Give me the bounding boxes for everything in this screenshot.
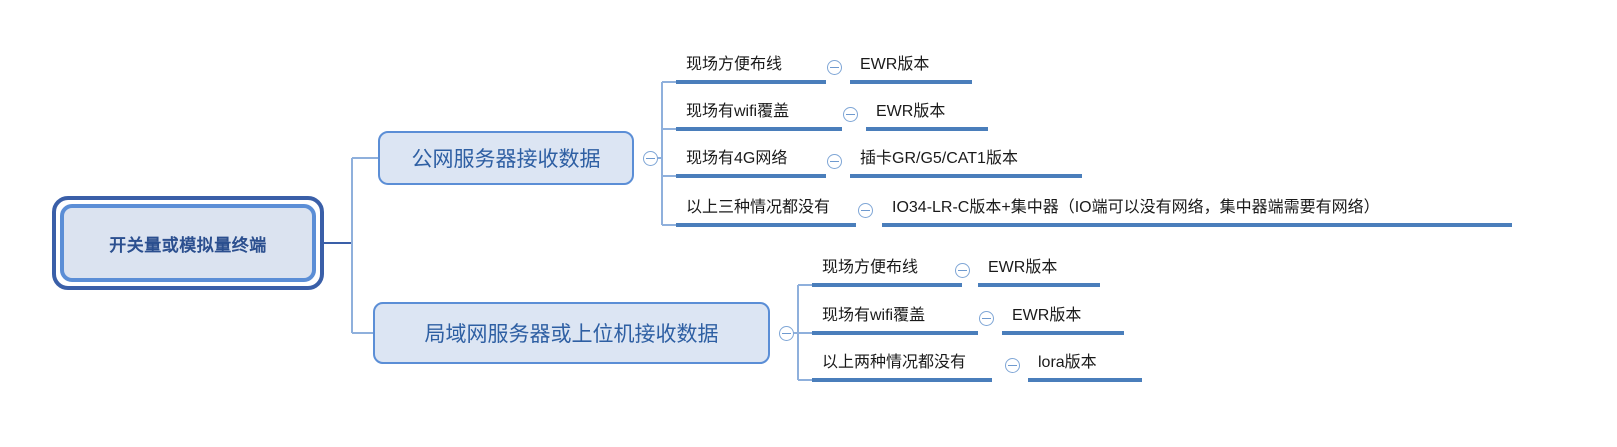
leaf-condition-0-0[interactable]: 现场方便布线 bbox=[676, 55, 826, 84]
collapse-minus-icon-0-3[interactable] bbox=[858, 203, 873, 218]
leaf-result-1-0[interactable]: EWR版本 bbox=[978, 258, 1100, 287]
leaf-condition-1-0[interactable]: 现场方便布线 bbox=[812, 258, 962, 287]
collapse-minus-icon-1-2[interactable] bbox=[1005, 358, 1020, 373]
leaf-result-1-1[interactable]: EWR版本 bbox=[1002, 306, 1124, 335]
collapse-minus-icon-branch-0[interactable] bbox=[643, 151, 658, 166]
root-node-inner: 开关量或模拟量终端 bbox=[60, 204, 316, 282]
leaf-result-0-1[interactable]: EWR版本 bbox=[866, 102, 988, 131]
collapse-minus-icon-0-0[interactable] bbox=[827, 60, 842, 75]
leaf-condition-1-1[interactable]: 现场有wifi覆盖 bbox=[812, 306, 978, 335]
leaf-result-0-3[interactable]: IO34-LR-C版本+集中器（IO端可以没有网络，集中器端需要有网络） bbox=[882, 198, 1512, 227]
branch-node-label: 局域网服务器或上位机接收数据 bbox=[424, 323, 719, 346]
branch-node-label: 公网服务器接收数据 bbox=[411, 148, 601, 171]
leaf-condition-0-2[interactable]: 现场有4G网络 bbox=[676, 149, 826, 178]
collapse-minus-icon-0-1[interactable] bbox=[843, 107, 858, 122]
leaf-result-0-2[interactable]: 插卡GR/G5/CAT1版本 bbox=[850, 149, 1082, 178]
branch-node-lan-server[interactable]: 局域网服务器或上位机接收数据 bbox=[373, 302, 770, 364]
leaf-result-1-2[interactable]: lora版本 bbox=[1028, 353, 1142, 382]
leaf-condition-0-3[interactable]: 以上三种情况都没有 bbox=[676, 198, 856, 227]
root-node-label: 开关量或模拟量终端 bbox=[109, 235, 267, 255]
collapse-minus-icon-0-2[interactable] bbox=[827, 154, 842, 169]
leaf-condition-1-2[interactable]: 以上两种情况都没有 bbox=[812, 353, 992, 382]
root-node[interactable]: 开关量或模拟量终端 bbox=[52, 196, 324, 290]
collapse-minus-icon-1-1[interactable] bbox=[979, 311, 994, 326]
branch-node-public-server[interactable]: 公网服务器接收数据 bbox=[378, 131, 634, 185]
collapse-minus-icon-1-0[interactable] bbox=[955, 263, 970, 278]
leaf-condition-0-1[interactable]: 现场有wifi覆盖 bbox=[676, 102, 842, 131]
leaf-result-0-0[interactable]: EWR版本 bbox=[850, 55, 972, 84]
collapse-minus-icon-branch-1[interactable] bbox=[779, 326, 794, 341]
